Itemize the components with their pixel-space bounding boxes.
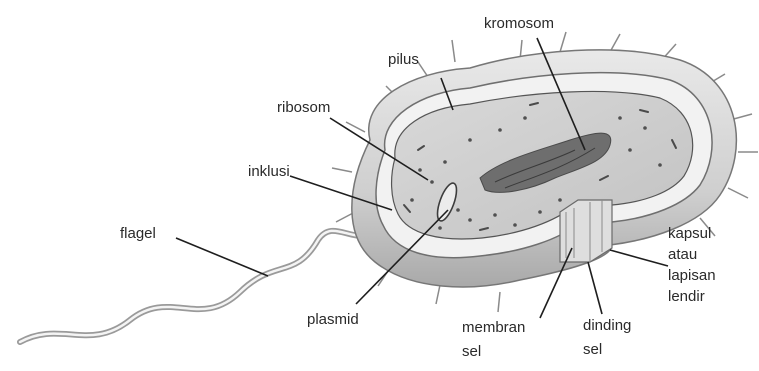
label-kromosom: kromosom (484, 15, 554, 32)
label-dinding-sel-line1: dinding (583, 317, 631, 334)
label-kapsul-line4: lendir (668, 288, 705, 305)
label-pilus: pilus (388, 51, 419, 68)
leader-kapsul (610, 250, 668, 266)
label-kapsul-line1: kapsul (668, 225, 711, 242)
label-kapsul-line3: lapisan (668, 267, 716, 284)
label-inklusi: inklusi (248, 163, 290, 180)
label-ribosom: ribosom (277, 99, 330, 116)
label-flagel: flagel (120, 225, 156, 242)
label-membran-sel-line1: membran (462, 319, 525, 336)
envelope-cut-face (560, 200, 612, 262)
label-plasmid: plasmid (307, 311, 359, 328)
leader-dinding-sel (588, 262, 602, 314)
label-membran-sel-line2: sel (462, 343, 481, 360)
leader-flagel (176, 238, 268, 276)
label-dinding-sel-line2: sel (583, 341, 602, 358)
label-kapsul-line2: atau (668, 246, 697, 263)
